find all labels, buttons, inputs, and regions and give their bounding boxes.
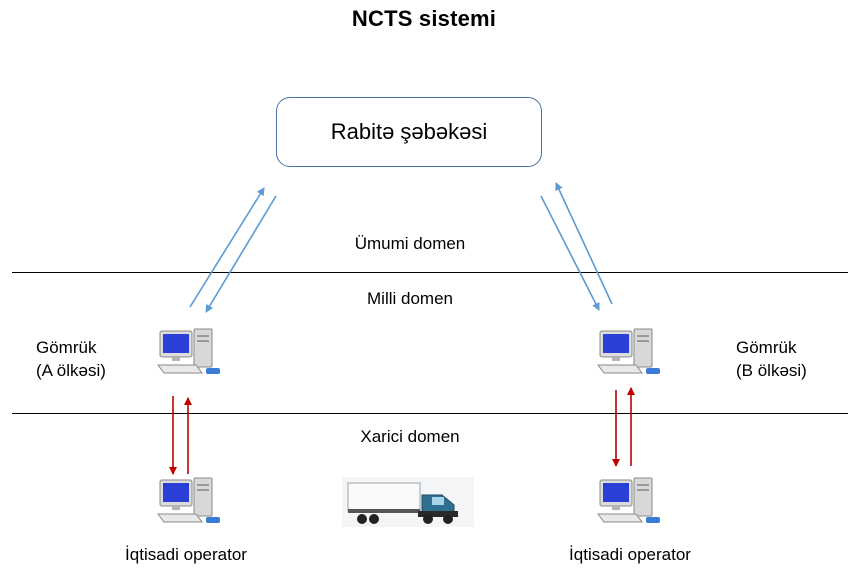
customs-a-line1: Gömrük — [36, 338, 97, 357]
diagram-title: NCTS sistemi — [351, 6, 497, 31]
network-box: Rabitə şəbəkəsi — [276, 97, 542, 167]
common-domain-label: Ümumi domen — [354, 234, 466, 253]
national-domain-label: Milli domen — [367, 289, 453, 308]
customs-b-label: Gömrük (B ölkəsi) — [736, 336, 807, 382]
computer-icon — [157, 477, 220, 523]
customs-b-line2: (B ölkəsi) — [736, 361, 807, 380]
operator-a-label: İqtisadi operator — [125, 545, 247, 564]
computer-icon — [157, 328, 220, 374]
domain-divider-bottom — [12, 413, 848, 414]
customs-a-line2: (A ölkəsi) — [36, 361, 106, 380]
arrow-customs-b-to-network — [555, 182, 613, 305]
computer-icon — [597, 477, 660, 523]
network-label: Rabitə şəbəkəsi — [330, 119, 488, 144]
arrow-network-to-customs-b — [540, 195, 600, 311]
truck-icon — [342, 477, 474, 527]
customs-b-line1: Gömrük — [736, 338, 797, 357]
operator-b-label: İqtisadi operator — [569, 545, 691, 564]
customs-a-label: Gömrük (A ölkəsi) — [36, 336, 106, 382]
arrow-network-to-customs-a — [205, 195, 277, 313]
arrow-customs-a-to-network — [189, 187, 265, 308]
computer-icon — [597, 328, 660, 374]
external-domain-label: Xarici domen — [360, 427, 460, 446]
domain-divider-top — [12, 272, 848, 273]
